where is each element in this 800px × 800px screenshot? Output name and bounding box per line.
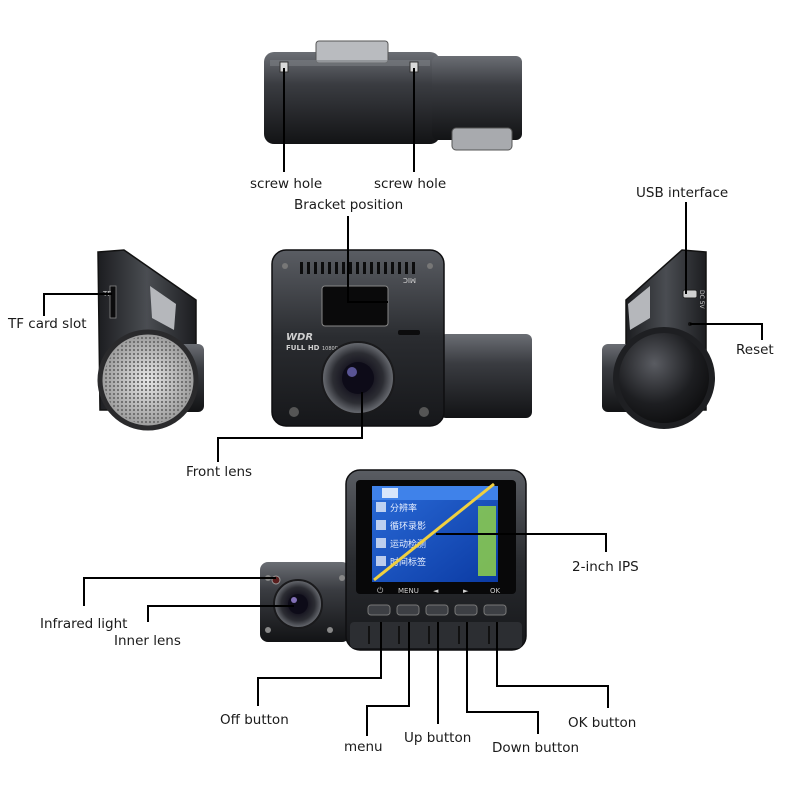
label-tf-card-slot: TF card slot: [7, 316, 87, 332]
mic-marking: MIC: [403, 276, 416, 284]
label-reset: Reset: [736, 342, 774, 358]
screen-menu-item: 循环录影: [390, 520, 426, 532]
leader-infrared-light: [83, 577, 276, 606]
label-front-lens: Front lens: [186, 464, 252, 480]
label-up-button: Up button: [404, 730, 471, 746]
power-glyph: ⏻: [377, 586, 384, 595]
left-glyph: ◄: [433, 587, 439, 595]
menu-physical-button[interactable]: [396, 604, 420, 616]
leader-lines: [43, 68, 763, 736]
callout-labels: screw hole screw hole Bracket position U…: [7, 176, 774, 756]
bracket-slot: [321, 285, 389, 327]
leader-tf-card-slot: [43, 293, 112, 316]
leader-reset: [690, 323, 763, 340]
label-ok-button: OK button: [568, 715, 636, 731]
right-side-view: DC 5V: [602, 249, 715, 429]
label-screw-hole-right: screw hole: [374, 176, 446, 192]
label-down-button: Down button: [492, 740, 579, 756]
up-physical-button[interactable]: [425, 604, 449, 616]
label-menu: menu: [344, 739, 383, 755]
down-physical-button[interactable]: [454, 604, 478, 616]
label-inner-lens: Inner lens: [114, 633, 181, 649]
front-view: MIC WDR FULL HD 1080P: [271, 249, 532, 427]
leader-bracket-position: [347, 216, 388, 303]
resolution-badge: 1080P: [322, 346, 338, 352]
leader-menu: [366, 622, 410, 736]
rear-view: 分辨率 循环录影 运动检测 时间标签 ⏻ MENU ◄ ► OK: [260, 469, 527, 651]
full-hd-badge: FULL HD: [286, 344, 320, 352]
label-bracket-position: Bracket position: [294, 197, 403, 213]
screen-menu-item: 分辨率: [390, 502, 417, 514]
leader-down-button: [466, 622, 539, 734]
vent-grille: [300, 262, 415, 274]
ok-physical-button[interactable]: [483, 604, 507, 616]
leader-ok-button: [496, 622, 609, 708]
button-bar-labels: ⏻ MENU ◄ ► OK: [377, 586, 501, 595]
dc-marking: DC 5V: [698, 290, 705, 310]
ok-glyph: OK: [490, 587, 501, 595]
leader-2-inch-ips: [436, 533, 607, 552]
label-off-button: Off button: [220, 712, 289, 728]
menu-glyph: MENU: [398, 587, 419, 595]
leader-off-button: [257, 622, 382, 706]
off-physical-button[interactable]: [367, 604, 391, 616]
leader-front-lens: [217, 392, 363, 462]
right-glyph: ►: [463, 587, 469, 595]
wdr-badge: WDR: [286, 332, 313, 343]
rear-lens-disc: [613, 327, 715, 429]
leader-inner-lens: [147, 605, 294, 622]
left-side-view: TF: [97, 249, 204, 431]
label-screw-hole-left: screw hole: [250, 176, 322, 192]
tf-card-slot: [109, 285, 117, 319]
label-infrared-light: Infrared light: [40, 616, 127, 632]
top-view: [264, 40, 522, 151]
label-usb-interface: USB interface: [636, 185, 728, 201]
label-2-inch-ips: 2-inch IPS: [572, 559, 639, 575]
